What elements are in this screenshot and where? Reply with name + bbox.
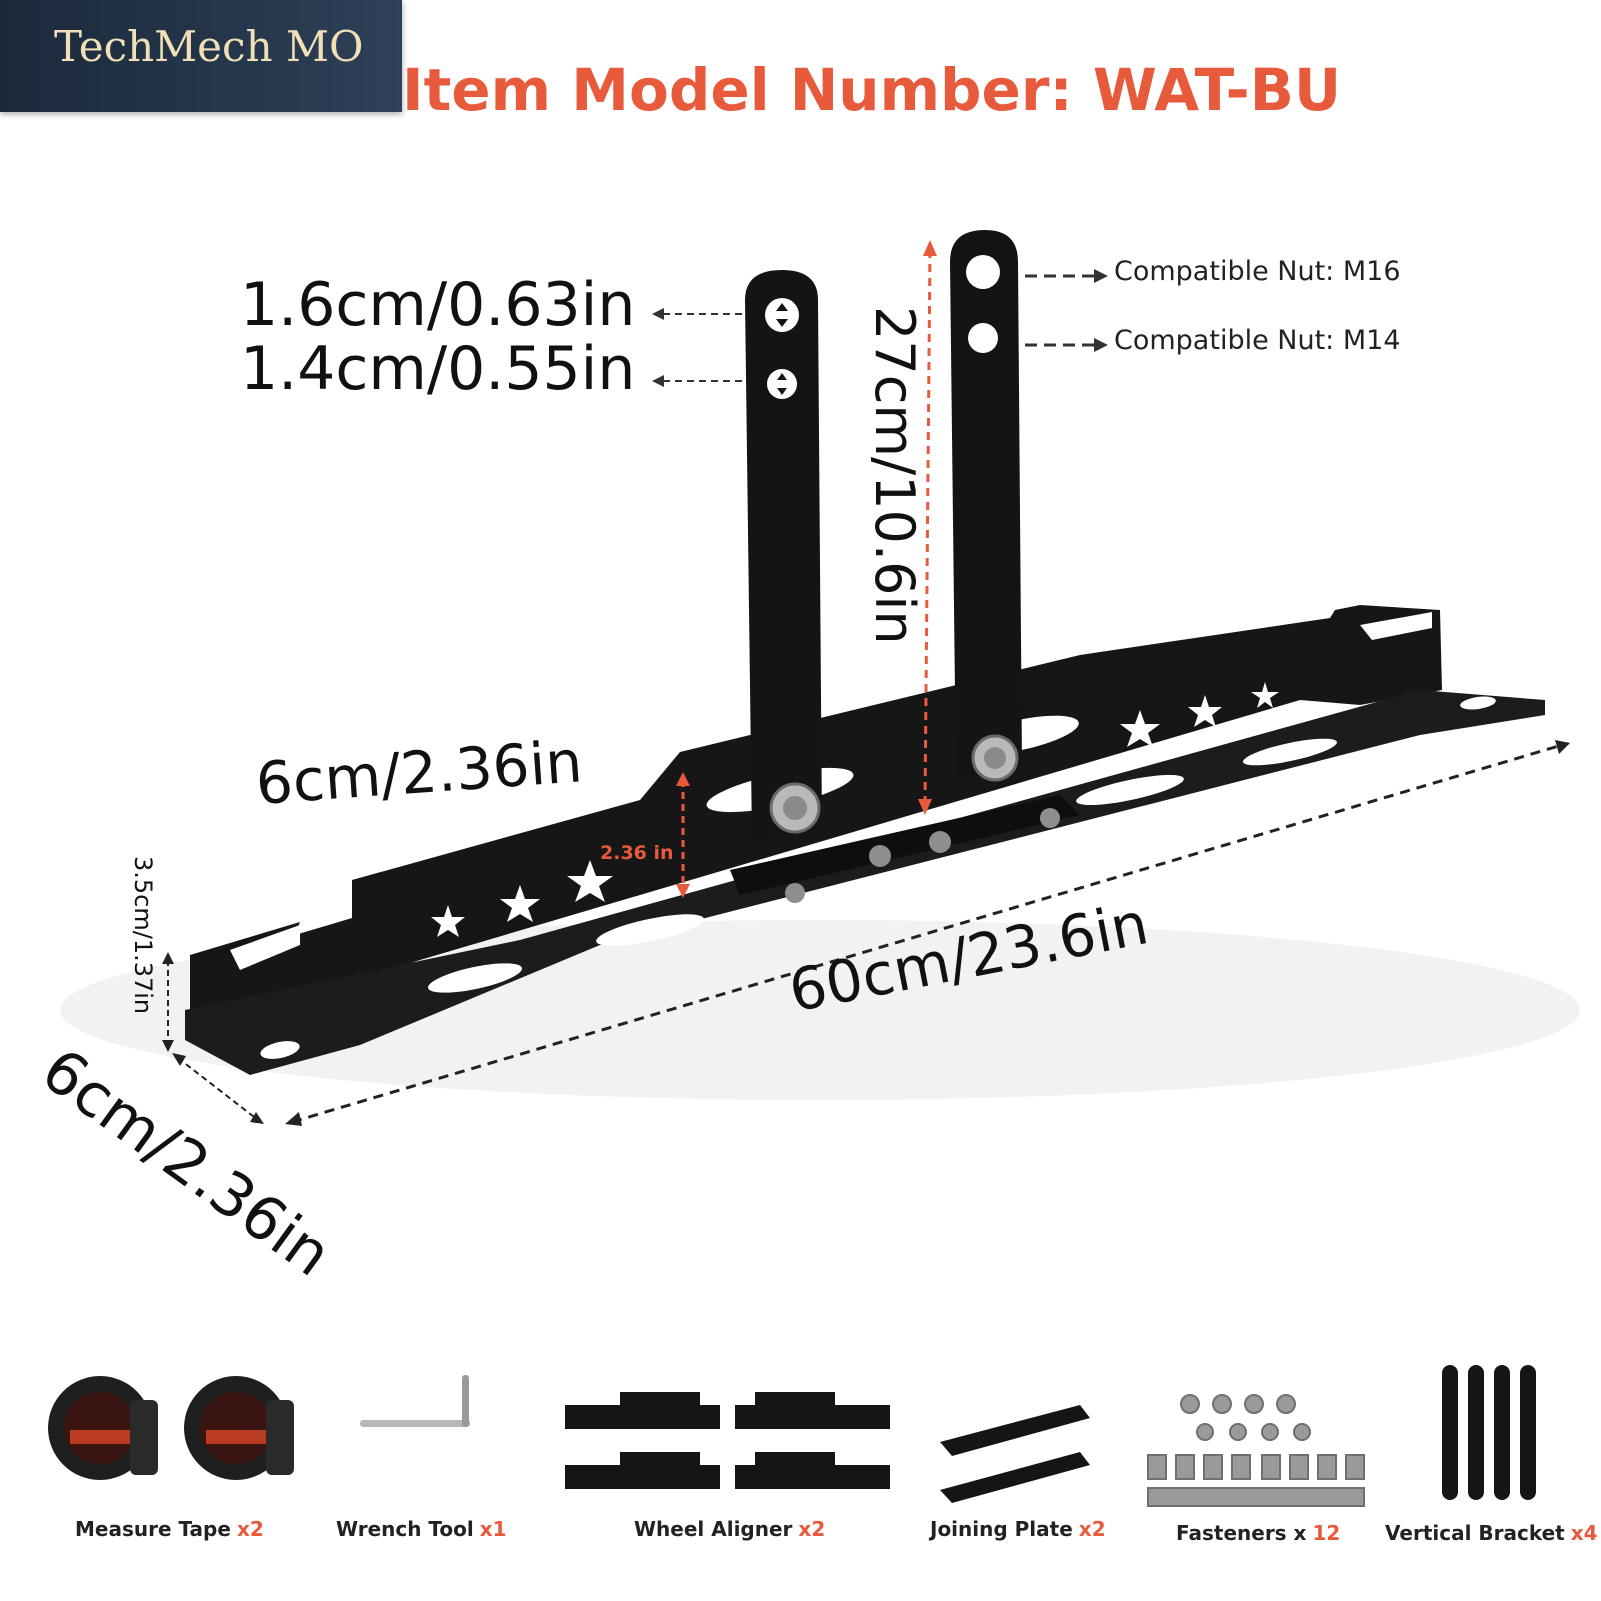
accessory-vertical-bracket-graphic (1442, 1365, 1536, 1500)
nut-m16-label: Compatible Nut: M16 (1114, 256, 1401, 287)
accessory-joining-plate-graphic (940, 1405, 1090, 1503)
accessory-qty: x4 (1570, 1521, 1598, 1545)
hole-small-label: 1.4cm/0.55in (240, 334, 636, 404)
flange-height-label: 3.5cm/1.37in (129, 856, 157, 1015)
star-decorations (431, 682, 1279, 937)
accessory-wheel-aligner-graphic (565, 1392, 890, 1489)
accessory-qty: x2 (1078, 1517, 1106, 1541)
accessory-name: Wheel Aligner (634, 1517, 793, 1541)
upright-bracket-right (950, 230, 1022, 782)
nut-m14-label: Compatible Nut: M14 (1114, 325, 1401, 356)
watermark-text: TechMech MO (54, 22, 364, 71)
accessory-measure-tape-graphic (48, 1376, 294, 1480)
accessory-fasteners-graphic (1147, 1394, 1365, 1507)
accessory-name: Fasteners x (1176, 1521, 1307, 1545)
upright-bracket-left (745, 270, 822, 840)
model-number-title: Item Model Number: WAT-BU (402, 56, 1342, 124)
accessory-name: Wrench Tool (336, 1517, 474, 1541)
hole-large-label: 1.6cm/0.63in (240, 270, 636, 340)
accessory-name: Vertical Bracket (1385, 1521, 1565, 1545)
accessory-wrench-graphic (360, 1375, 470, 1427)
side-height-inch-label: 2.36 in (600, 842, 674, 864)
watermark-banner: TechMech MO (0, 0, 402, 112)
accessory-qty: x2 (236, 1517, 264, 1541)
accessory-qty: x2 (798, 1517, 826, 1541)
accessory-qty: x1 (479, 1517, 507, 1541)
accessory-name: Joining Plate (930, 1517, 1073, 1541)
dimension-lines (162, 240, 1570, 1126)
accessory-qty: 12 (1312, 1521, 1341, 1545)
accessory-name: Measure Tape (75, 1517, 231, 1541)
upright-height-label: 27cm/10.6in (863, 306, 926, 645)
